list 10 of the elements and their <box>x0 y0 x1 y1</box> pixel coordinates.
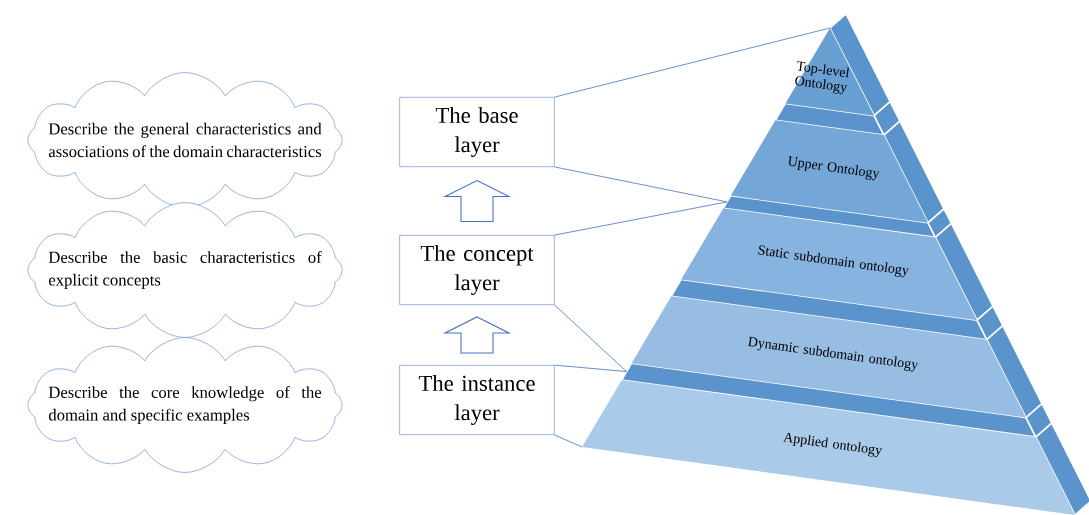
leader-line <box>554 304 627 372</box>
layer-box: The base layer <box>399 97 555 167</box>
layer-box: The instance layer <box>399 365 555 435</box>
leader-line <box>554 166 728 203</box>
pyramid-layer: Applied ontology <box>582 380 1089 515</box>
layer-box: The concept layer <box>399 235 555 305</box>
leader-line <box>554 364 627 372</box>
leader-line <box>554 201 728 236</box>
leader-line <box>554 434 583 448</box>
leader-line <box>554 27 831 98</box>
